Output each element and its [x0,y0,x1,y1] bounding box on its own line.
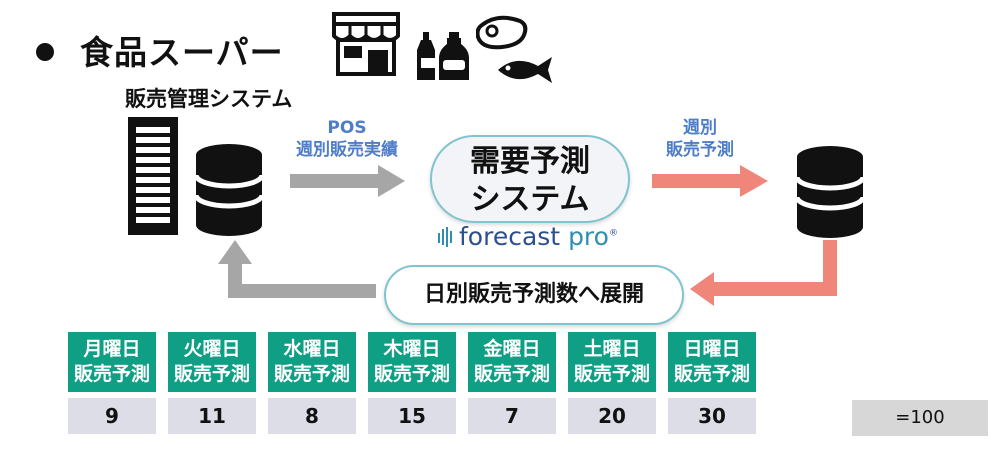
day-label: 販売予測 [273,363,350,385]
header-cell-sat: 土曜日販売予測 [562,332,662,392]
meat-icon [476,15,528,50]
value-cell-fri: 7 [462,398,562,434]
pro-word: pro [568,222,609,251]
subtitle: 販売管理システム [125,87,293,111]
day-name: 月曜日 [83,338,141,360]
server-rack-icon [128,117,178,235]
system-line1: 需要予測 [470,144,590,179]
day-label: 販売予測 [573,363,650,385]
day-name: 土曜日 [583,338,641,360]
value-cell-wed: 8 [262,398,362,434]
bottles-icon [417,32,469,80]
day-label: 販売予測 [373,363,450,385]
forecast-database-icon [795,146,865,238]
header-cell-mon: 月曜日販売予測 [62,332,162,392]
pos-label-line2: 週別販売実績 [296,140,398,160]
header-cell-tue: 火曜日販売予測 [162,332,262,392]
pos-label-line1: POS [327,118,367,138]
day-name: 金曜日 [483,338,541,360]
forecast-pro-logo: forecast pro® [437,222,618,251]
day-name: 日曜日 [683,338,741,360]
value-cell-sat: 20 [562,398,662,434]
day-label: 販売予測 [173,363,250,385]
bullet-icon [36,42,54,61]
day-name: 水曜日 [283,338,341,360]
system-line2: システム [470,182,590,217]
store-icon [332,12,400,76]
header-cell-fri: 金曜日販売予測 [462,332,562,392]
day-label: 販売予測 [673,363,750,385]
weekly-total-box: =100 [852,400,988,436]
demand-forecast-system-box: 需要予測 システム [430,135,630,223]
day-label: 販売予測 [73,363,150,385]
value-cell-sun: 30 [662,398,762,434]
weekly-label-line2: 販売予測 [666,140,734,160]
value-cell-thu: 15 [362,398,462,434]
database-icon [194,144,264,236]
pos-arrow [290,165,405,197]
return-arrow-left [218,240,376,298]
day-name: 火曜日 [183,338,241,360]
weekly-forecast-arrow [652,165,768,197]
daily-distribution-box: 日別販売予測数へ展開 [384,265,684,325]
forecast-word: forecast [459,222,561,251]
fish-icon [498,57,552,83]
daily-forecast-table: 月曜日販売予測 火曜日販売予測 水曜日販売予測 木曜日販売予測 金曜日販売予測 … [62,332,762,434]
table-header-row: 月曜日販売予測 火曜日販売予測 水曜日販売予測 木曜日販売予測 金曜日販売予測 … [62,332,762,392]
header-cell-thu: 木曜日販売予測 [362,332,462,392]
page-title: 食品スーパー [36,26,284,74]
forecast-bars-icon [438,227,452,247]
weekly-forecast-label: 週別 販売予測 [650,117,750,161]
weekly-label-line1: 週別 [683,118,717,138]
pos-label: POS 週別販売実績 [277,117,417,161]
header-cell-sun: 日曜日販売予測 [662,332,762,392]
header-cell-wed: 水曜日販売予測 [262,332,362,392]
value-cell-mon: 9 [62,398,162,434]
table-value-row: 9 11 8 15 7 20 30 [62,398,762,434]
return-arrow-right [690,240,837,306]
day-name: 木曜日 [383,338,441,360]
page-title-text: 食品スーパー [80,33,284,72]
value-cell-tue: 11 [162,398,262,434]
day-label: 販売予測 [473,363,550,385]
registered-mark: ® [608,228,618,239]
